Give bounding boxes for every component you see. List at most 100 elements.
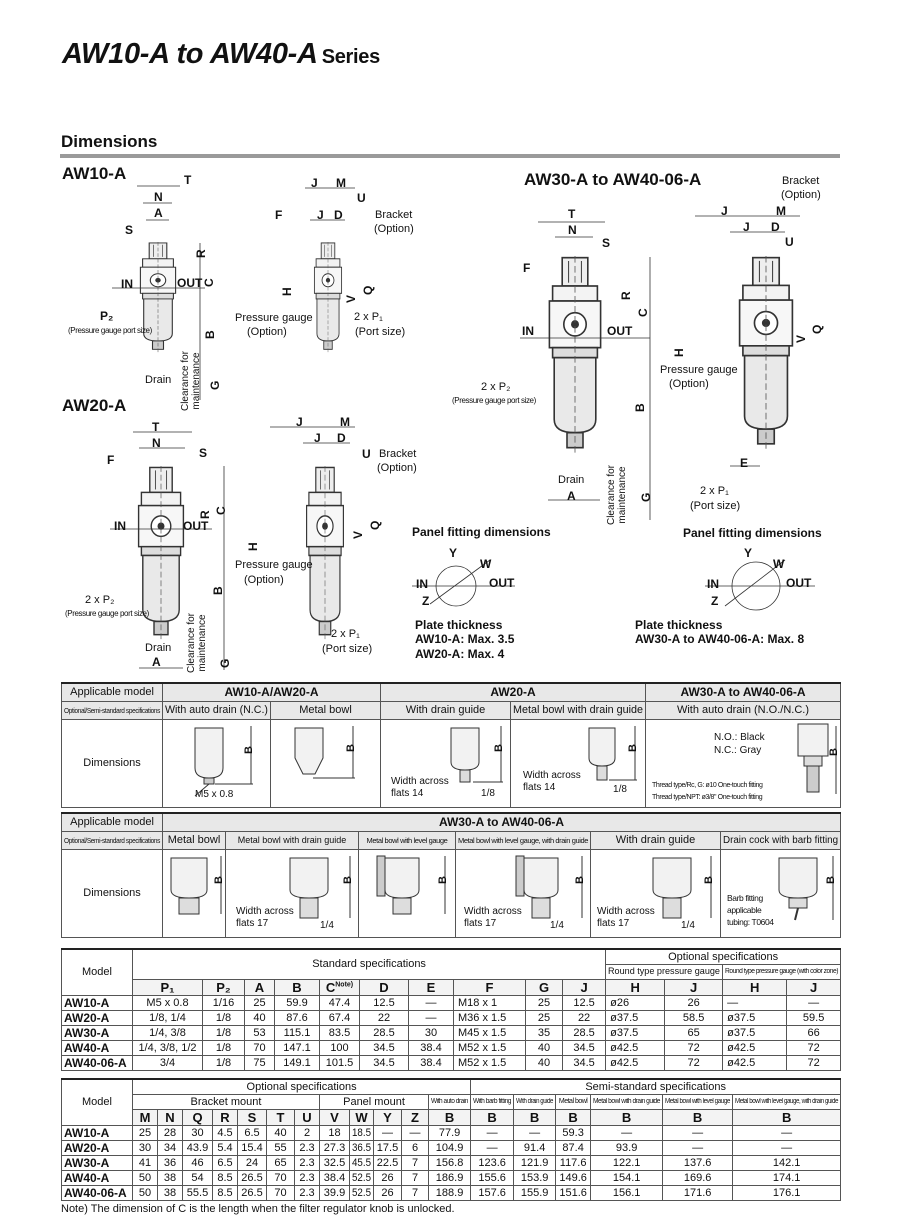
cell-text: 40 [537,1041,551,1054]
value-cell: 26 [373,1184,402,1201]
column-header-cell: B [590,1108,664,1126]
value-cell: 36.5 [349,1139,374,1156]
column-label: E [426,979,436,995]
note: 1/8 [613,783,627,795]
semi-standard-column-header: With drain guide [516,1098,554,1105]
column-header: E [408,978,454,996]
aw20-drawing-label: IN [114,519,126,533]
cell-text: 55.5 [186,1186,209,1199]
aw20-drawing-label: (Port size) [322,643,373,655]
cell-text: 58.5 [682,1011,705,1024]
aw20-drawing-label: F [107,453,115,467]
value-cell: 2.3 [294,1154,320,1171]
aw10-drawing-label: N [154,190,163,204]
value-cell: 1/8, 1/4 [132,1009,203,1026]
cell-text: ø26 [610,996,630,1009]
column-header: H [605,978,666,996]
cell-text: ø37.5 [610,1026,639,1039]
dimension-b: B [824,875,837,884]
value-cell: 54 [182,1169,213,1186]
aw10-drawing-label: P₂ [100,309,114,323]
value-cell: ø37.5 [605,1009,666,1026]
optional-spec-header: Optional specifications [246,1080,357,1093]
cell-text: 156.8 [435,1156,464,1169]
value-cell: 3/4 [132,1054,203,1071]
value-cell: 153.9 [513,1169,557,1186]
column-header: P₂ [202,978,245,996]
semi-standard-column-cell: With barb fitting [470,1093,515,1110]
value-cell: 123.6 [470,1154,515,1171]
model-header-cell: AW20-A [380,682,647,702]
model-header-cell: Model [61,948,133,996]
value-cell: 8.5 [212,1169,238,1186]
spec-header-cell: Metal bowl with drain guide [510,700,647,720]
value-cell: 2.3 [294,1169,320,1186]
aw20-drawing-label: T [152,420,160,434]
value-cell: 22 [561,1009,607,1026]
column-label: B [292,979,302,995]
value-cell: 38.4 [408,1054,454,1071]
spec-label-cell: Optional/Semi-standard specifications [61,830,163,850]
aw30-drawing-label: H [672,348,686,357]
aw30-drawing-label: J [721,204,728,218]
note: N.C.: Gray [714,744,762,756]
cell-text: 169.6 [683,1171,712,1184]
value-cell: 26.5 [237,1184,267,1201]
aw30-drawing-label: F [523,261,531,275]
spec-label: Optional/Semi-standard specifications [64,705,160,715]
value-cell: 25 [525,1009,563,1026]
cell-text: — [425,996,437,1009]
column-header-cell: M [132,1108,158,1126]
value-cell: 22.5 [373,1154,402,1171]
value-cell: 2.3 [294,1139,320,1156]
panel-drawing-label: AW30-A to AW40-06-A: Max. 8 [635,632,805,646]
value-cell: 1/8 [202,1009,245,1026]
panel-mount-header: Panel mount [343,1095,405,1108]
value-cell: 151.6 [555,1184,592,1201]
value-cell: 28.5 [359,1024,409,1041]
column-label: J [690,979,698,995]
column-header-cell: U [294,1108,320,1126]
value-cell: 39.9 [319,1184,350,1201]
value-cell: 34 [157,1139,183,1156]
cell-text: 38.4 [420,1056,442,1069]
value-cell: ø42.5 [722,1039,788,1056]
cell-text: M36 x 1.5 [458,1011,507,1024]
value-cell: 38 [157,1184,183,1201]
cell-text: — [486,1126,498,1139]
cell-text: — [727,996,739,1009]
column-header: R [220,1109,230,1125]
aw30-drawing-label: (Option) [669,378,709,390]
cell-text: — [621,1126,633,1139]
cell-text: ø42.5 [727,1041,756,1054]
cell-text: 27.3 [323,1141,346,1154]
dimensions-label-cell: Dimensions [61,848,163,938]
value-cell: 87.4 [555,1139,592,1156]
panel-drawing-label: Panel fitting dimensions [683,526,822,540]
cell-text: 1/8, 1/4 [149,1011,186,1024]
column-header: W [355,1109,368,1125]
cell-text: 91.4 [523,1141,546,1154]
cell-text: 123.6 [478,1156,506,1169]
value-cell: 28 [157,1124,183,1141]
panel-drawing-label: Z [422,594,430,608]
series-text: Series [321,46,381,68]
cell-text: 186.9 [435,1171,464,1184]
aw20-drawing-label: G [218,658,232,668]
value-cell: 5.4 [212,1139,238,1156]
panel-drawing-label: Panel fitting dimensions [412,525,551,539]
value-cell: 50 [132,1169,158,1186]
aw10-front-view [139,242,177,353]
cell-text: 70 [253,1041,266,1054]
cell-text: 35 [537,1026,551,1039]
dimension-b: B [492,743,505,752]
cell-text: 36.5 [352,1141,372,1154]
cell-text: ø37.5 [610,1011,639,1024]
cell-text: 153.9 [520,1171,549,1184]
value-cell: 46 [182,1154,213,1171]
panel-drawing-label: OUT [489,576,515,590]
note: flats 17 [464,917,497,929]
panel-drawing-label: AW10-A: Max. 3.5 [415,632,515,646]
